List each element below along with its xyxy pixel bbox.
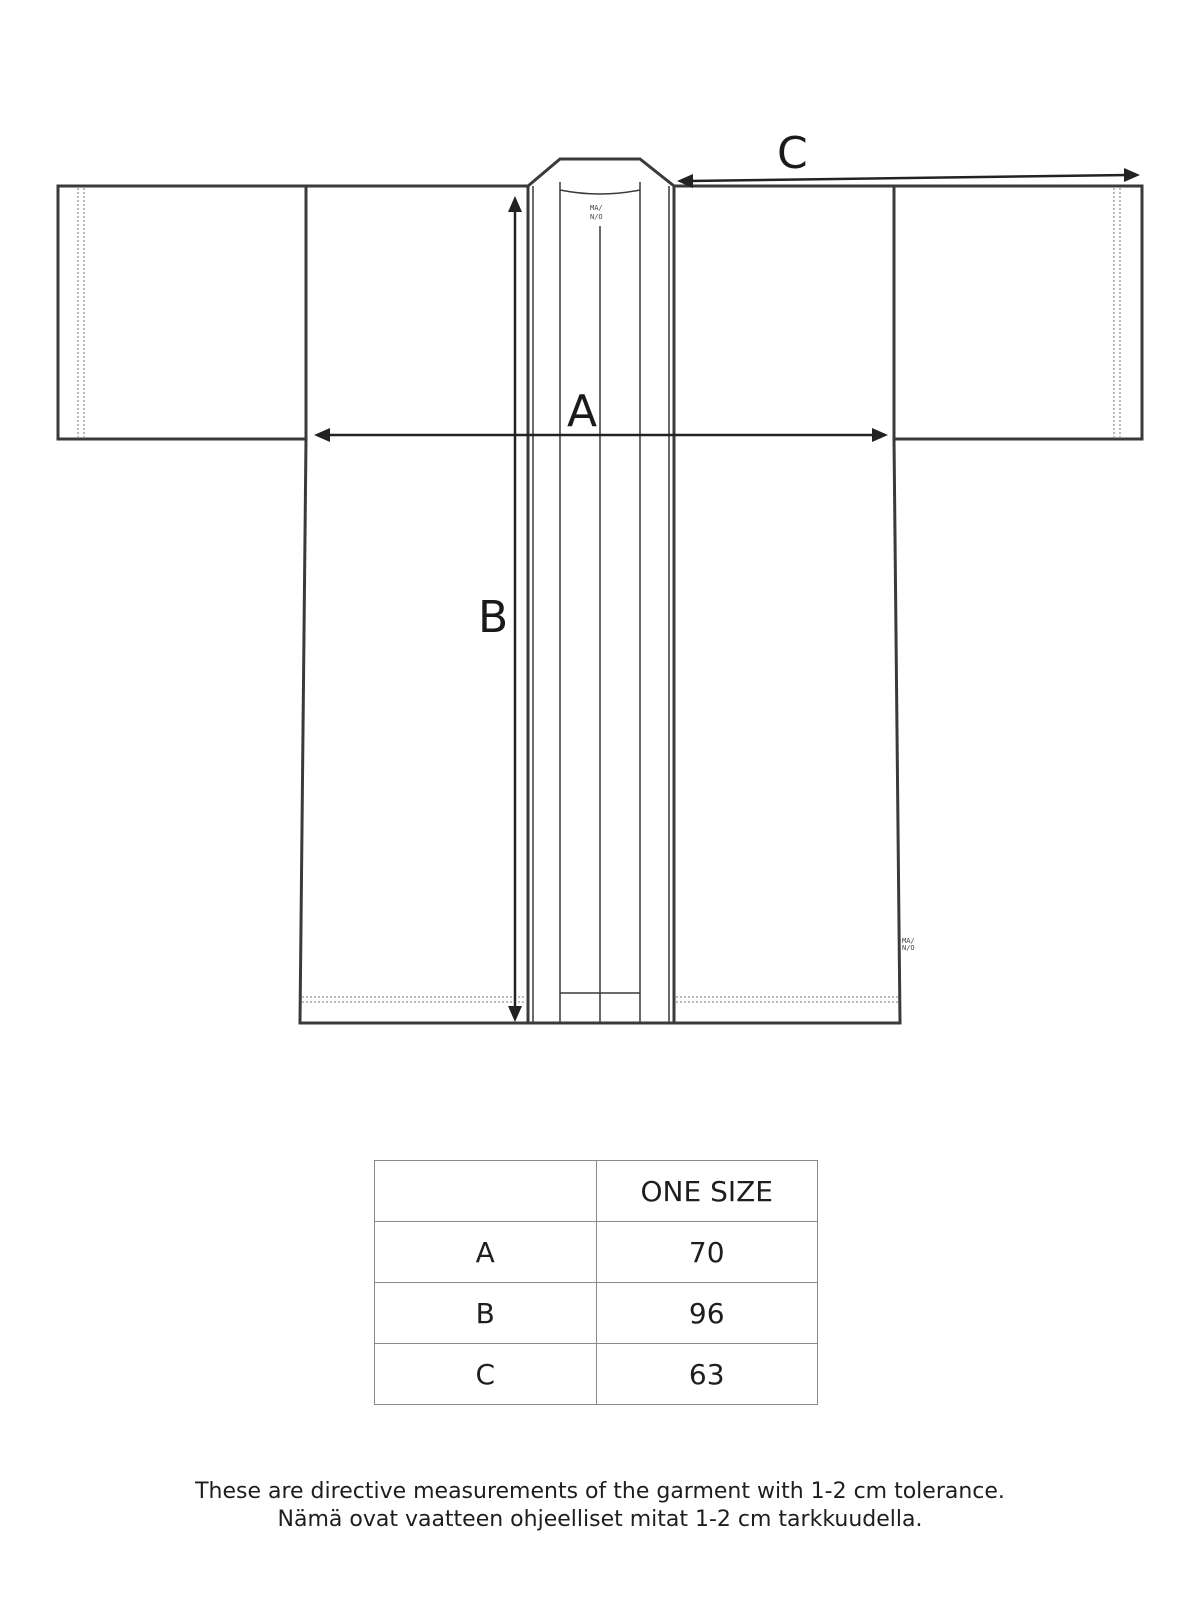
- size-table-header-row: ONE SIZE: [374, 1160, 818, 1222]
- table-row: C 63: [374, 1343, 818, 1405]
- table-row: B 96: [374, 1282, 818, 1344]
- measure-c-arrow: [677, 168, 1140, 188]
- size-table: ONE SIZE A 70 B 96 C 63: [374, 1160, 818, 1405]
- collar-band: [526, 157, 676, 1025]
- side-label-line2: N/O: [902, 944, 915, 952]
- measure-a-label: A: [567, 386, 597, 437]
- measure-b-label: B: [478, 592, 508, 643]
- tolerance-note-english: These are directive measurements of the …: [195, 1479, 1005, 1504]
- neck-label-line2: N/O: [590, 213, 603, 221]
- measure-c-label: C: [777, 128, 808, 179]
- measure-value-cell: 63: [595, 1343, 818, 1405]
- neck-label-line1: MA/: [590, 204, 603, 212]
- left-body-panel: [298, 184, 530, 1025]
- tolerance-note-finnish: Nämä ovat vaatteen ohjeelliset mitat 1-2…: [277, 1507, 923, 1532]
- kimono-flat-sketch: MA/ N/O MA/ N/O A B C: [56, 128, 1144, 1025]
- measure-name-cell: B: [374, 1282, 597, 1344]
- measure-value-cell: 70: [595, 1221, 818, 1283]
- side-label-line1: MA/: [902, 937, 915, 945]
- tolerance-note: These are directive measurements of the …: [0, 1478, 1200, 1534]
- size-table-header-one-size: ONE SIZE: [595, 1160, 818, 1222]
- table-row: A 70: [374, 1221, 818, 1283]
- left-sleeve: [56, 184, 308, 441]
- measure-name-cell: A: [374, 1221, 597, 1283]
- right-body-panel: [672, 184, 902, 1025]
- measure-name-cell: C: [374, 1343, 597, 1405]
- measure-b-arrow: [508, 196, 522, 1022]
- measure-a-arrow: [314, 428, 888, 442]
- measure-value-cell: 96: [595, 1282, 818, 1344]
- right-sleeve: [892, 184, 1144, 441]
- size-table-corner-cell: [374, 1160, 597, 1222]
